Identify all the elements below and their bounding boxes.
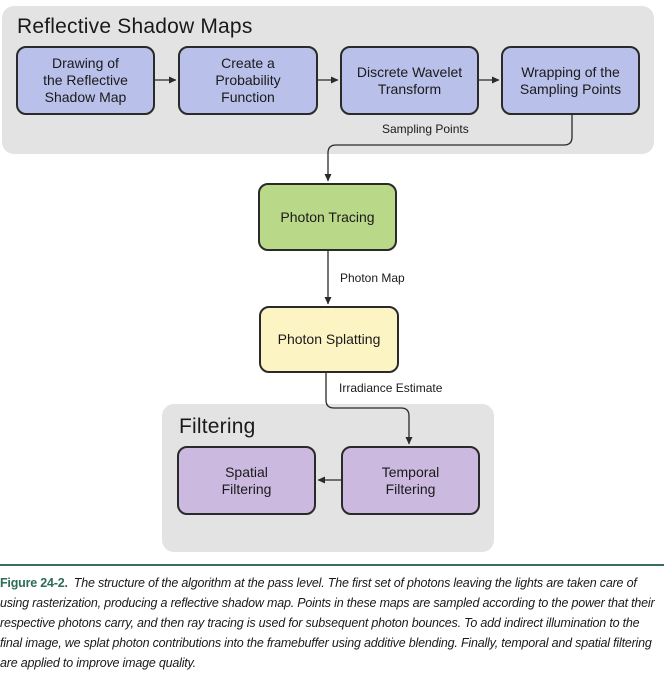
edge-label-photon-map: Photon Map <box>340 271 405 285</box>
edge-splatting-to-temporal <box>325 373 413 445</box>
node-photon-splatting: Photon Splatting <box>259 306 399 373</box>
figure-caption-label: Figure 24-2. <box>0 576 68 590</box>
filtering-group-title: Filtering <box>179 415 256 438</box>
figure-caption: Figure 24-2.The structure of the algorit… <box>0 573 660 673</box>
node-wrapping-sampling-points: Wrapping of the Sampling Points <box>501 46 640 115</box>
rsm-group-title: Reflective Shadow Maps <box>17 15 253 38</box>
edge-label-sampling-points: Sampling Points <box>382 122 469 136</box>
node-photon-tracing: Photon Tracing <box>258 183 397 251</box>
edge-wrapping-to-photon-tracing <box>324 115 573 182</box>
node-drawing-rsm: Drawing of the Reflective Shadow Map <box>16 46 155 115</box>
caption-divider <box>0 564 664 566</box>
node-probability-function: Create a Probability Function <box>178 46 318 115</box>
node-spatial-filtering: Spatial Filtering <box>177 446 316 515</box>
connector-layer <box>155 76 573 484</box>
edge-label-irradiance-estimate: Irradiance Estimate <box>339 381 443 395</box>
figure-caption-text: The structure of the algorithm at the pa… <box>0 576 655 670</box>
node-discrete-wavelet: Discrete Wavelet Transform <box>340 46 479 115</box>
node-temporal-filtering: Temporal Filtering <box>341 446 480 515</box>
